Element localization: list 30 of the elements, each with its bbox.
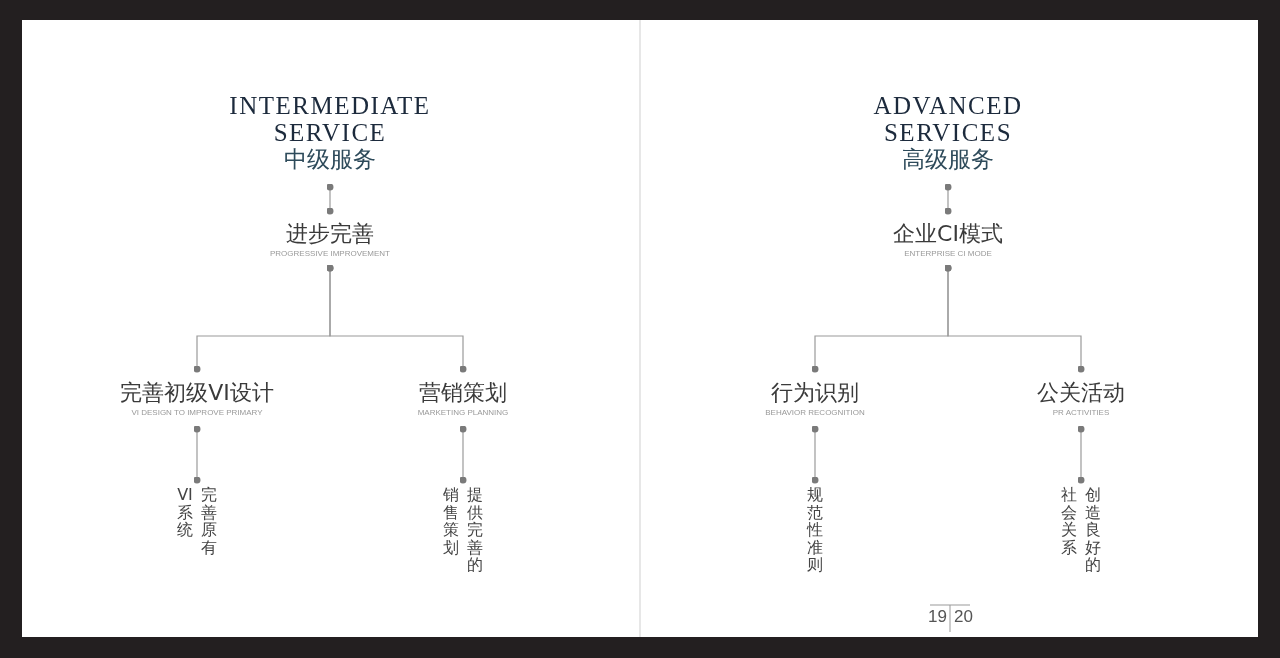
connector-line (459, 425, 467, 484)
item-heading: 完善初级VI设计 (120, 380, 274, 406)
item-subheading: BEHAVIOR RECOGNITION (765, 408, 865, 418)
vertical-text: 创造良好的社会关系 (1060, 486, 1102, 575)
section-subtitle: 中级服务 (284, 146, 376, 172)
item-subheading: PROGRESSIVE IMPROVEMENT (270, 248, 390, 259)
item-heading: 行为识别 (771, 380, 859, 406)
item-subheading: ENTERPRISE CI MODE (904, 248, 992, 259)
connector-line (811, 425, 819, 484)
connector-line (193, 425, 201, 484)
connector-line (944, 183, 952, 215)
item-heading: 进步完善 (286, 220, 374, 247)
vertical-text: 提供完善的销售策划 (442, 486, 484, 575)
page-number: 19 (928, 607, 947, 627)
connector-line (326, 264, 467, 373)
section-subtitle: 高级服务 (902, 146, 994, 172)
connector-line (1077, 425, 1085, 484)
item-subheading: MARKETING PLANNING (417, 408, 509, 418)
item-subheading: VI DESIGN TO IMPROVE PRIMARY (131, 408, 263, 418)
item-heading: 公关活动 (1037, 380, 1125, 406)
vertical-text: 完善原有VI系统 (176, 486, 218, 558)
section-title: ADVANCED SERVICES (872, 92, 1024, 146)
connector-line (944, 264, 1085, 373)
item-subheading: PR ACTIVITIES (1052, 408, 1110, 418)
vertical-text: 规范性准则 (806, 486, 824, 575)
section-title: INTERMEDIATE SERVICE (228, 92, 432, 146)
item-heading: 营销策划 (419, 380, 507, 406)
item-heading: 企业CI模式 (893, 220, 1003, 247)
connector-line (326, 183, 334, 215)
page-number: 20 (954, 607, 973, 627)
